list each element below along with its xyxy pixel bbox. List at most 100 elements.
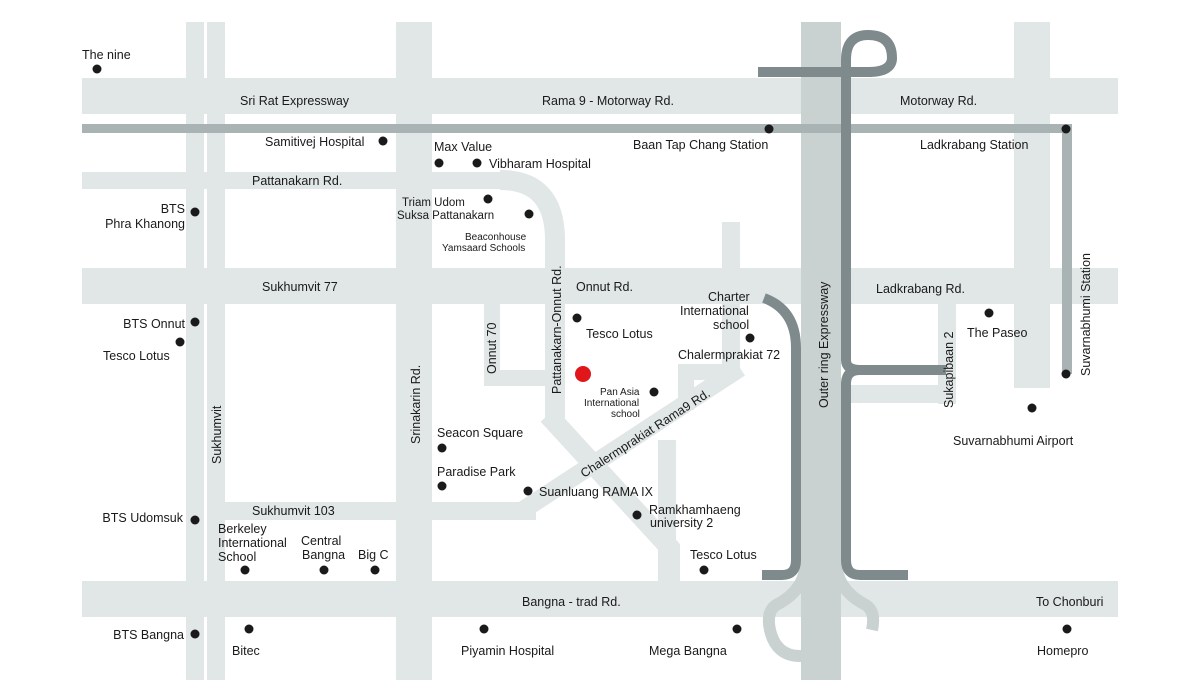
road-pattanakarn-onnut xyxy=(499,170,565,420)
marker-bts-bangna xyxy=(190,629,200,639)
label-charter-1: Charter xyxy=(708,290,750,304)
label-pattanakarn: Pattanakarn Rd. xyxy=(252,174,342,188)
marker-mega-bangna xyxy=(732,624,742,634)
marker-tesco-bottom xyxy=(699,565,709,575)
marker-triam-udom-1 xyxy=(483,194,493,204)
label-sukapibaan2: Sukapibaan 2 xyxy=(942,331,956,408)
label-suvarnabhumi-station: Suvarnabhumi Station xyxy=(1079,253,1093,376)
label-samitivej: Samitivej Hospital xyxy=(265,135,364,149)
label-max-value: Max Value xyxy=(434,140,492,154)
label-outer-ring: Outer ring Expressway xyxy=(817,281,831,408)
label-berkeley-2: International xyxy=(218,536,287,550)
label-mega-bangna: Mega Bangna xyxy=(649,644,727,658)
marker-central-bangna xyxy=(319,565,329,575)
marker-the-nine xyxy=(92,64,102,74)
marker-bts-udomsuk xyxy=(190,515,200,525)
label-ramkhamhaeng-2: university 2 xyxy=(650,516,713,530)
label-central-1: Central xyxy=(301,534,341,548)
label-tesco-bottom: Tesco Lotus xyxy=(690,548,757,562)
label-rama9: Rama 9 - Motorway Rd. xyxy=(542,94,674,108)
label-charter-3: school xyxy=(713,318,749,332)
road-chalermprakiat-rama9 xyxy=(515,360,745,520)
label-triam-udom-2: Suksa Pattanakarn xyxy=(397,210,494,222)
label-vibharam: Vibharam Hospital xyxy=(489,157,591,171)
marker-max-value xyxy=(434,158,444,168)
road-suvarnabhumi-right xyxy=(1014,22,1050,388)
marker-bitec xyxy=(244,624,254,634)
ramp-left-curve xyxy=(762,293,801,580)
road-bangna-trad xyxy=(82,581,1118,617)
road-sukapibaan-2 xyxy=(938,304,956,404)
label-central-2: Bangna xyxy=(302,548,345,562)
label-homepro: Homepro xyxy=(1037,644,1088,658)
marker-pan-asia xyxy=(649,387,659,397)
interchange-loop-bottom xyxy=(762,559,812,662)
road-sukhumvit-77 xyxy=(82,268,1118,304)
label-berkeley-3: School xyxy=(218,550,256,564)
place-labels: The nine Samitivej Hospital Max Value Vi… xyxy=(82,48,1088,658)
label-sukhumvit77: Sukhumvit 77 xyxy=(262,280,338,294)
label-beaconhouse-2: Yamsaard Schools xyxy=(442,243,525,254)
marker-ramkhamhaeng xyxy=(632,510,642,520)
marker-charter xyxy=(745,333,755,343)
label-bts-bangna: BTS Bangna xyxy=(113,628,184,642)
label-bts-onnut: BTS Onnut xyxy=(123,317,185,331)
marker-baan-tap-chang xyxy=(764,124,774,134)
label-suvarnabhumi-airport: Suvarnabhumi Airport xyxy=(953,434,1074,448)
label-onnut-rd: Onnut Rd. xyxy=(576,280,633,294)
ramp-top-loop xyxy=(758,29,898,360)
road-onnut-70 xyxy=(484,304,500,386)
label-bts-phra-khanong-1: BTS xyxy=(161,202,185,216)
label-suanluang: Suanluang RAMA IX xyxy=(539,485,654,499)
marker-ladkrabang-station xyxy=(1061,124,1071,134)
road-pattanakarn-diagonal xyxy=(540,408,680,585)
label-sukhumvit103: Sukhumvit 103 xyxy=(252,504,335,518)
poi-markers xyxy=(92,64,1072,639)
marker-piyamin xyxy=(479,624,489,634)
label-seacon: Seacon Square xyxy=(437,426,523,440)
road-sukhumvit-103 xyxy=(224,502,536,520)
marker-bts-phra-khanong xyxy=(190,207,200,217)
label-bts-udomsuk: BTS Udomsuk xyxy=(102,511,183,525)
label-tesco-center: Tesco Lotus xyxy=(586,327,653,341)
label-bangna-trad: Bangna - trad Rd. xyxy=(522,595,621,609)
label-baan-tap-chang: Baan Tap Chang Station xyxy=(633,138,768,152)
rail-suvarnabhumi xyxy=(1062,127,1072,374)
label-piyamin: Piyamin Hospital xyxy=(461,644,554,658)
label-ramkhamhaeng-1: Ramkhamhaeng xyxy=(649,503,741,517)
marker-suvarnabhumi-station xyxy=(1061,369,1071,379)
road-network xyxy=(82,22,1118,680)
label-the-nine: The nine xyxy=(82,48,131,62)
label-bts-phra-khanong-2: Phra Khanong xyxy=(105,217,185,231)
marker-suanluang xyxy=(523,486,533,496)
marker-the-paseo xyxy=(984,308,994,318)
label-pan-asia-2: International xyxy=(584,398,639,409)
label-ladkrabang-rd: Ladkrabang Rd. xyxy=(876,282,965,296)
rail-airport-link xyxy=(82,124,1072,133)
label-onnut70: Onnut 70 xyxy=(485,323,499,374)
road-ladkrabang-connector xyxy=(850,385,945,403)
interchange-loop-bottom-right xyxy=(830,559,880,632)
marker-suvarnabhumi-airport xyxy=(1027,403,1037,413)
road-sukhumvit xyxy=(207,22,225,680)
marker-homepro xyxy=(1062,624,1072,634)
road-srinakarin xyxy=(396,22,432,680)
marker-tesco-left xyxy=(175,337,185,347)
label-srinakarin: Srinakarin Rd. xyxy=(409,365,423,444)
label-sri-rat: Sri Rat Expressway xyxy=(240,94,350,108)
marker-bts-onnut xyxy=(190,317,200,327)
road-onnut-70-link xyxy=(484,370,546,386)
label-triam-udom-1: Triam Udom xyxy=(402,197,465,209)
label-pan-asia-3: school xyxy=(611,409,640,420)
marker-tesco-center xyxy=(572,313,582,323)
road-labels: Sri Rat Expressway Rama 9 - Motorway Rd.… xyxy=(210,94,1103,609)
marker-triam-udom-2 xyxy=(524,209,534,219)
label-ladkrabang-station: Ladkrabang Station xyxy=(920,138,1028,152)
label-chalermprakiat72: Chalermprakiat 72 xyxy=(678,348,780,362)
marker-vibharam xyxy=(472,158,482,168)
label-motorway: Motorway Rd. xyxy=(900,94,977,108)
label-pan-asia-1: Pan Asia xyxy=(600,387,640,398)
label-pattanakarn-onnut: Pattanakarn-Onnut Rd. xyxy=(550,265,564,394)
label-to-chonburi: To Chonburi xyxy=(1036,595,1103,609)
